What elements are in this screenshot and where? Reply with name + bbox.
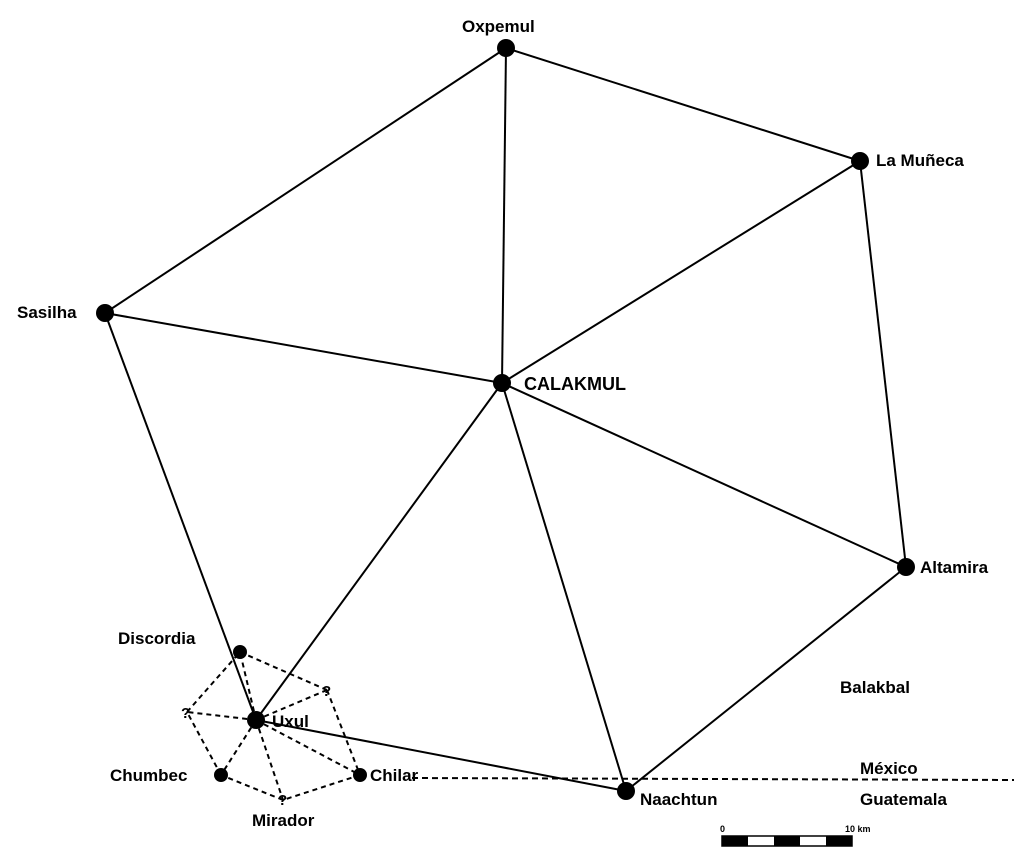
dash-uxul-q-s: [255, 719, 284, 801]
dash-chilar-q-s: [282, 774, 361, 801]
site-label-discordia: Discordia: [118, 629, 196, 648]
site-point-la-muneca: [851, 152, 869, 170]
scale-bar: 0 10 km: [720, 824, 871, 847]
dash-q-s-chumbec: [220, 774, 284, 801]
dash-discordia-q-ne: [239, 651, 328, 691]
region-label-balakbal: Balakbal: [840, 678, 910, 697]
link-calakmul-la-muneca: [501, 160, 861, 384]
link-calakmul-uxul: [255, 382, 503, 721]
link-oxpemul-la-muneca: [505, 47, 861, 162]
dash-uxul-discordia: [239, 651, 257, 721]
link-calakmul-sasilha: [104, 312, 503, 384]
site-points: [96, 39, 915, 800]
link-calakmul-altamira: [501, 382, 907, 568]
site-label-mirador: Mirador: [252, 811, 315, 830]
site-label-naachtun: Naachtun: [640, 790, 717, 809]
site-label-la-muneca: La Muñeca: [876, 151, 964, 170]
unknown-marker-ne: ?: [322, 683, 331, 700]
site-label-oxpemul: Oxpemul: [462, 17, 535, 36]
uxul-local-connections: [186, 651, 361, 801]
site-label-chilar: Chilar: [370, 766, 419, 785]
scale-bar-start-label: 0: [720, 824, 725, 834]
primary-connections: [104, 47, 907, 792]
site-label-uxul: Uxul: [272, 712, 309, 731]
dash-q-w-discordia: [186, 651, 241, 713]
site-point-sasilha: [96, 304, 114, 322]
dash-uxul-q-w: [186, 711, 257, 721]
scale-bar-end-label: 10 km: [845, 824, 871, 834]
international-border-line: [411, 777, 1015, 781]
dash-uxul-q-ne: [255, 689, 328, 721]
site-point-altamira: [897, 558, 915, 576]
unknown-marker-s: ?: [278, 792, 287, 809]
dash-q-ne-chilar: [326, 689, 361, 776]
link-sasilha-uxul: [104, 312, 257, 721]
site-point-discordia: [233, 645, 247, 659]
dash-uxul-chilar: [255, 719, 361, 776]
site-label-altamira: Altamira: [920, 558, 989, 577]
unknown-site-markers: ? ? ?: [181, 683, 331, 809]
unknown-marker-w: ?: [181, 705, 190, 722]
site-point-oxpemul: [497, 39, 515, 57]
border-label-north: México: [860, 759, 918, 778]
dash-chumbec-q-w: [186, 711, 222, 776]
link-calakmul-naachtun: [501, 382, 627, 792]
site-point-naachtun: [617, 782, 635, 800]
site-point-uxul: [247, 711, 265, 729]
site-labels: CALAKMUL Oxpemul La Muñeca Sasilha Altam…: [17, 17, 989, 830]
site-label-calakmul: CALAKMUL: [524, 374, 626, 394]
link-oxpemul-sasilha: [104, 47, 507, 314]
border-label-south: Guatemala: [860, 790, 947, 809]
site-point-chilar: [353, 768, 367, 782]
scale-bar-segment-3: [774, 836, 800, 846]
scale-bar-segment-1: [722, 836, 748, 846]
link-calakmul-oxpemul: [501, 47, 507, 384]
site-label-sasilha: Sasilha: [17, 303, 77, 322]
scale-bar-segment-5: [826, 836, 852, 846]
link-altamira-naachtun: [625, 566, 907, 792]
dash-uxul-chumbec: [220, 719, 257, 776]
site-point-chumbec: [214, 768, 228, 782]
link-uxul-naachtun: [255, 719, 627, 792]
site-point-calakmul: [493, 374, 511, 392]
link-la-muneca-altamira: [859, 160, 907, 568]
site-label-chumbec: Chumbec: [110, 766, 187, 785]
